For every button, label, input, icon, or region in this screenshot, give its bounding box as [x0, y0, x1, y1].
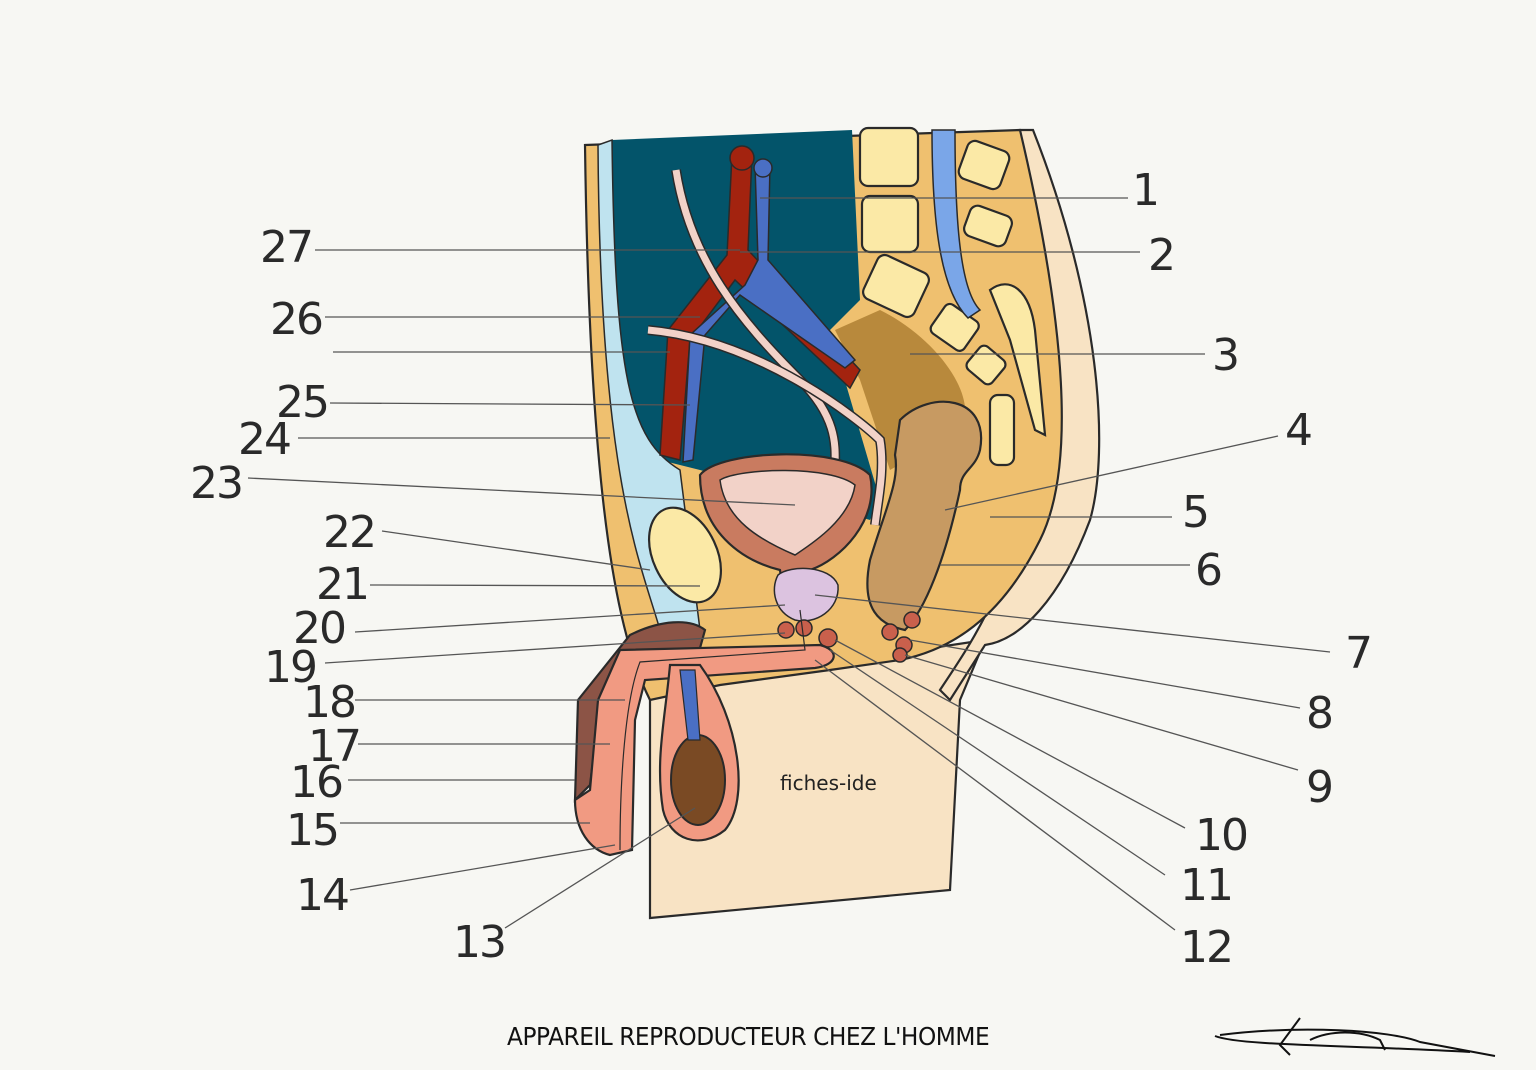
- aorta-section: [729, 145, 755, 171]
- label-number-12: 12: [1180, 922, 1232, 973]
- label-number-1: 1: [1132, 165, 1158, 216]
- label-number-26: 26: [270, 294, 322, 345]
- vein: [682, 164, 857, 463]
- label-number-14: 14: [296, 870, 348, 921]
- leader-line-8: [909, 639, 1301, 709]
- leader-line-10: [834, 639, 1186, 829]
- label-number-9: 9: [1306, 762, 1332, 813]
- leader-line-13: [504, 807, 696, 929]
- urethra: [619, 609, 806, 851]
- signature: [1214, 1017, 1496, 1057]
- prostate: [773, 567, 839, 622]
- leader-line-23: [247, 477, 796, 506]
- watermark: fiches-ide: [780, 771, 877, 795]
- label-number-13: 13: [453, 917, 505, 968]
- label-number-3: 3: [1212, 330, 1238, 381]
- label-number-27: 27: [260, 222, 312, 273]
- leader-line-20: [354, 604, 786, 633]
- label-number-21: 21: [316, 559, 368, 610]
- spermatic-cord: [679, 669, 701, 741]
- label-number-4: 4: [1285, 405, 1311, 456]
- leader-line-7: [814, 594, 1331, 653]
- leader-line-14: [349, 844, 616, 891]
- leader-line-12: [814, 659, 1176, 931]
- label-number-7: 7: [1345, 628, 1371, 679]
- leader-line-9: [904, 654, 1299, 771]
- leader-line-11: [829, 649, 1166, 876]
- vena-cava-section: [753, 158, 773, 178]
- pubic-bone: [648, 506, 722, 604]
- label-number-25: 25: [276, 377, 328, 428]
- leader-line-25: [329, 402, 691, 406]
- leader-line-21: [369, 584, 701, 587]
- label-number-18: 18: [303, 677, 355, 728]
- spinal-cord: [931, 129, 982, 319]
- label-number-20: 20: [293, 603, 345, 654]
- leader-lines: [247, 197, 1331, 931]
- label-number-10: 10: [1195, 810, 1247, 861]
- label-number-5: 5: [1182, 487, 1208, 538]
- rectum: [866, 400, 983, 632]
- glands: [777, 611, 921, 663]
- label-number-22: 22: [323, 507, 375, 558]
- diagram-title: APPAREIL REPRODUCTEUR CHEZ L'HOMME: [507, 1022, 990, 1051]
- label-number-6: 6: [1195, 545, 1221, 596]
- label-number-8: 8: [1306, 688, 1332, 739]
- bladder-lumen: [719, 469, 856, 556]
- leader-line-22: [381, 530, 651, 571]
- label-number-23: 23: [190, 458, 242, 509]
- label-number-15: 15: [286, 805, 338, 856]
- testis: [670, 734, 726, 826]
- label-number-11: 11: [1180, 860, 1232, 911]
- urethra-spongiosum: [573, 643, 835, 857]
- label-number-17: 17: [308, 721, 360, 772]
- label-numbers: 1234567891011121314151617181920212223242…: [190, 165, 1373, 973]
- vertebrae: [858, 126, 1047, 467]
- leader-line-19: [324, 632, 786, 664]
- leader-line-4: [944, 435, 1279, 511]
- label-number-2: 2: [1148, 230, 1174, 281]
- label-number-19: 19: [264, 642, 316, 693]
- label-number-16: 16: [290, 757, 342, 808]
- label-number-24: 24: [238, 414, 290, 465]
